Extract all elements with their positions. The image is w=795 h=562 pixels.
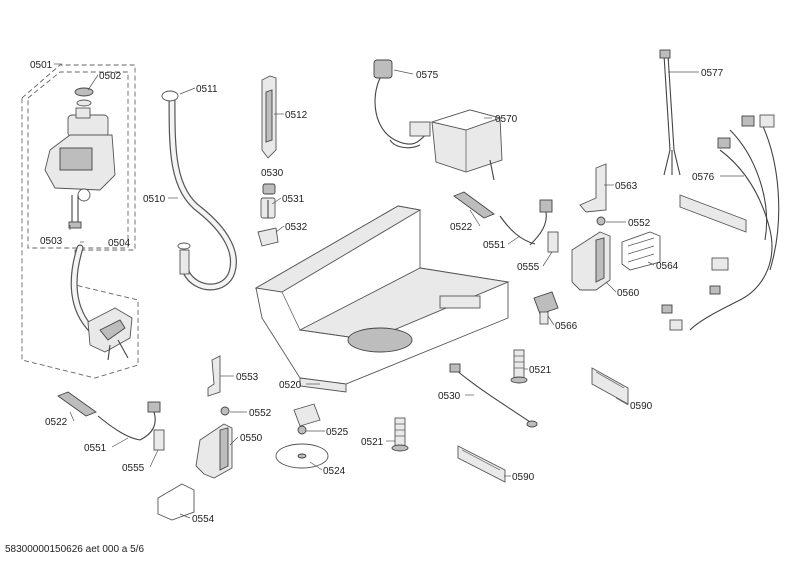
label-0504: 0504 — [108, 238, 131, 249]
label-0531: 0531 — [282, 194, 305, 205]
label-0575: 0575 — [416, 70, 439, 81]
hose-clamp-0511 — [161, 90, 179, 102]
level-switch-0522-upper — [453, 191, 559, 253]
label-0564: 0564 — [656, 261, 679, 272]
clip-0552-upper — [596, 216, 606, 226]
group-outline-0501 — [21, 64, 139, 379]
cover-0564 — [621, 231, 661, 271]
base-frame-0520 — [254, 205, 510, 393]
label-0510: 0510 — [143, 194, 166, 205]
label-0552-lower: 0552 — [249, 408, 272, 419]
label-0524: 0524 — [323, 466, 346, 477]
clip-0552-lower — [220, 406, 230, 416]
label-0555-upper: 0555 — [517, 262, 540, 273]
control-module-0570 — [430, 109, 503, 181]
bracket-0550 — [195, 423, 233, 479]
label-0530-lower: 0530 — [438, 391, 461, 402]
strip-0590-right — [591, 367, 629, 405]
bracket-0560 — [571, 231, 611, 291]
leader-lines — [54, 63, 744, 519]
foot-screw-0521-center — [391, 417, 409, 452]
label-0554: 0554 — [192, 514, 215, 525]
label-0551-upper: 0551 — [483, 240, 506, 251]
bracket-0553 — [207, 355, 221, 397]
label-0590-center: 0590 — [512, 472, 535, 483]
label-0590-right: 0590 — [630, 401, 653, 412]
bracket-0554 — [157, 483, 195, 521]
label-0520: 0520 — [279, 380, 302, 391]
label-0502: 0502 — [99, 71, 122, 82]
label-0525: 0525 — [326, 427, 349, 438]
cable-0530-lower — [449, 363, 538, 428]
label-0521-right: 0521 — [529, 365, 552, 376]
label-0511: 0511 — [196, 84, 218, 95]
drawing-number-footer: 58300000150626 aet 000 a 5/6 — [5, 544, 144, 555]
bracket-0563 — [579, 163, 607, 213]
label-0563: 0563 — [615, 181, 638, 192]
label-0566: 0566 — [555, 321, 578, 332]
cable-harness-0576 — [661, 114, 780, 331]
foot-screw-0521-right — [510, 349, 528, 384]
label-0560: 0560 — [617, 288, 640, 299]
group-outline-0502 — [27, 71, 129, 249]
label-0530-upper: 0530 — [261, 168, 284, 179]
label-0532: 0532 — [285, 222, 308, 233]
inlet-valve-assembly — [44, 87, 116, 229]
label-0550: 0550 — [240, 433, 263, 444]
label-0522-upper: 0522 — [450, 222, 473, 233]
label-0512: 0512 — [285, 110, 308, 121]
bracket-0512 — [261, 75, 277, 159]
part-0525 — [293, 403, 321, 435]
label-0521-center: 0521 — [361, 437, 384, 448]
power-cable-0575 — [373, 59, 431, 149]
label-0552-upper: 0552 — [628, 218, 651, 229]
sensor-0566 — [533, 291, 559, 325]
parts-0530-0532 — [257, 183, 279, 247]
label-0503: 0503 — [40, 236, 63, 247]
label-0576: 0576 — [692, 172, 715, 183]
disc-0524 — [275, 443, 329, 469]
strip-0590-center — [457, 445, 506, 483]
hose-0504-connector — [87, 307, 133, 361]
level-switch-0522-lower — [57, 391, 165, 451]
label-0522-lower: 0522 — [45, 417, 68, 428]
label-0570: 0570 — [495, 114, 518, 125]
label-0553: 0553 — [236, 372, 259, 383]
label-0551-lower: 0551 — [84, 443, 107, 454]
cable-harness-0577 — [659, 49, 681, 176]
label-0555-lower: 0555 — [122, 463, 145, 474]
label-0501: 0501 — [30, 60, 53, 71]
label-0577: 0577 — [701, 68, 724, 79]
